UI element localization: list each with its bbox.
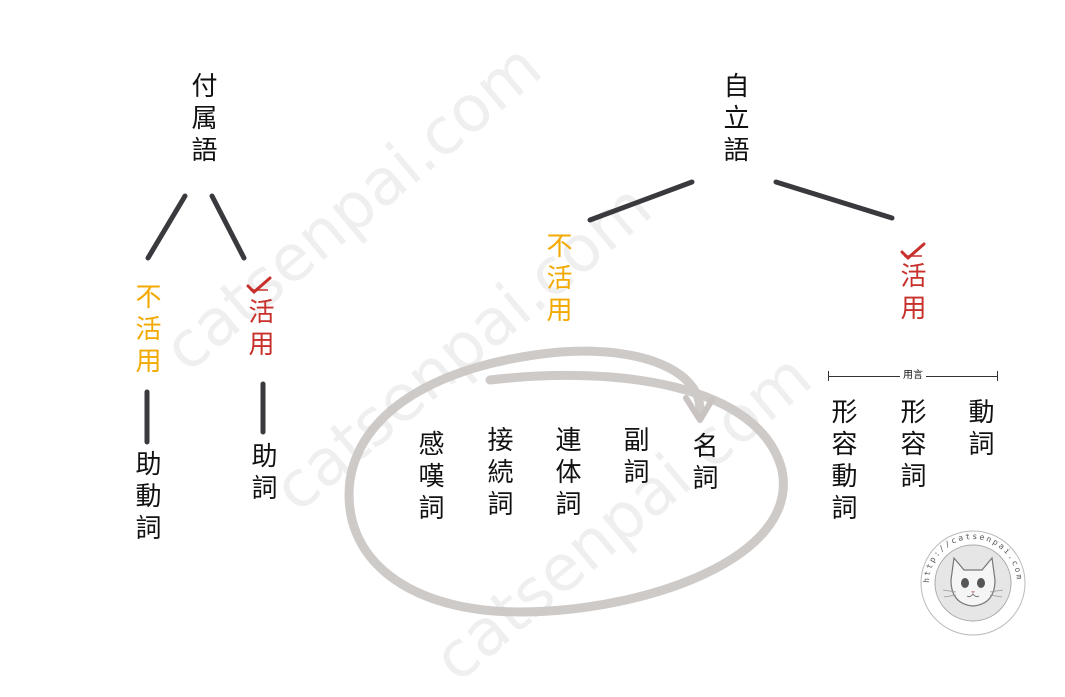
left-non-conjugating-label: 不活用 (131, 283, 161, 379)
leaf-auxiliary-verb: 助動詞 (131, 450, 161, 546)
word-conjunction: 接続詞 (483, 426, 513, 522)
word-noun: 名詞 (688, 432, 718, 496)
bracket-label: 用言 (900, 368, 926, 384)
word-interjection: 感嘆詞 (414, 430, 444, 526)
word-na-adjective: 形容動詞 (827, 398, 857, 526)
highlight-circle-arrowhead (683, 395, 715, 423)
grammar-diagram: catsenpai.com catsenpai.com catsenpai.co… (131, 30, 1028, 697)
connector-lines (144, 179, 895, 617)
word-adnominal: 連体詞 (551, 426, 581, 522)
connector-line (773, 179, 895, 221)
right-conjugating-label: 活用 (896, 262, 926, 326)
left-conjugating-label: 活用 (244, 298, 274, 362)
cat-logo-stamp: http://catsenpai.com (918, 528, 1028, 638)
connector-line (209, 193, 247, 261)
right-non-conjugating-label: 不活用 (542, 232, 572, 328)
word-i-adjective: 形容詞 (896, 398, 926, 494)
check-mark-icon (900, 242, 926, 261)
connector-line (587, 179, 695, 223)
word-adverb: 副詞 (619, 426, 649, 490)
leaf-particle: 助詞 (247, 442, 277, 506)
root-independent-words: 自立語 (719, 72, 749, 168)
root-dependent-words: 付属語 (187, 72, 217, 168)
word-verb: 動詞 (964, 398, 994, 462)
cat-logo-icon: http://catsenpai.com (920, 530, 1026, 636)
connector-line (145, 193, 188, 261)
highlight-circle (344, 346, 788, 617)
predicate-bracket: 用言 (828, 368, 998, 386)
check-mark-icon (246, 276, 272, 295)
